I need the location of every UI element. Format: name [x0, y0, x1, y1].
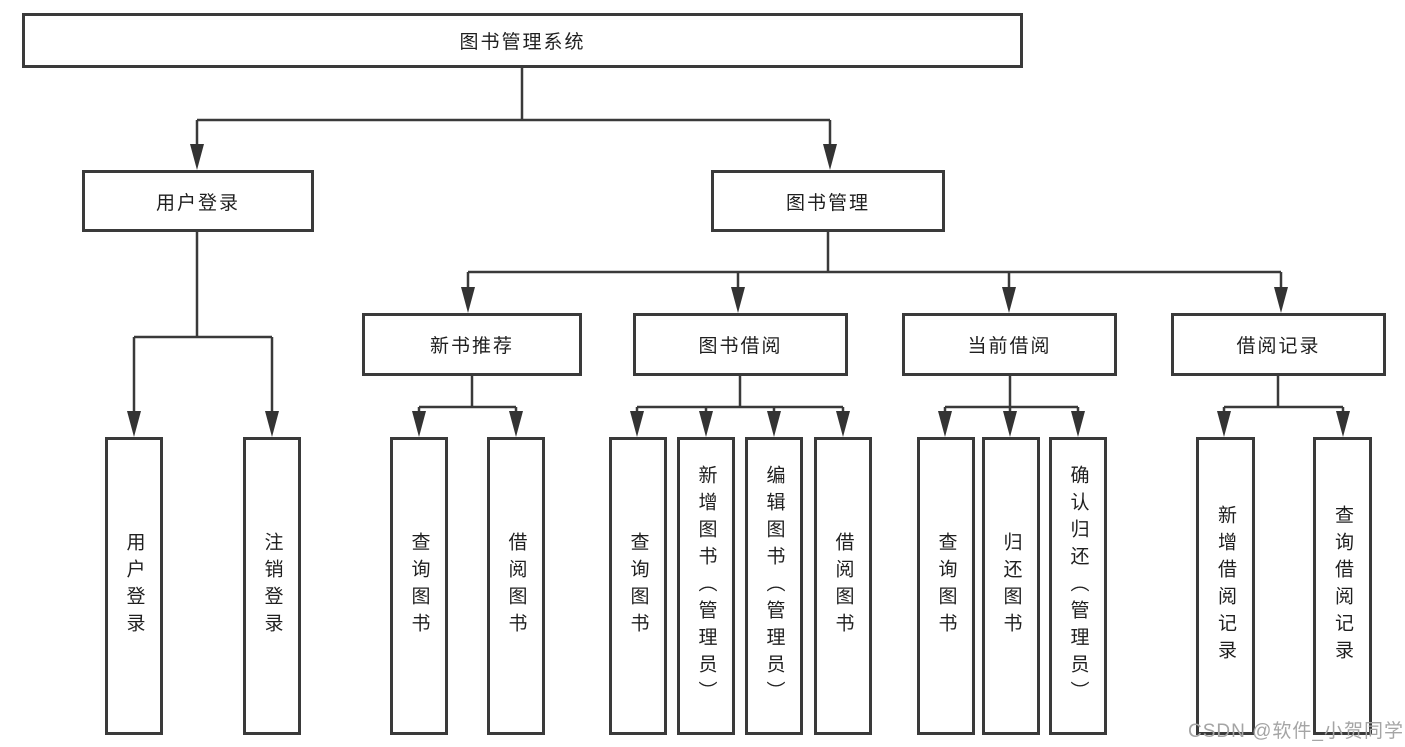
node-book-borrowing: 图书借阅 [633, 313, 848, 376]
arrowhead [1217, 411, 1231, 437]
node-leaf-user-login: 用户登录 [105, 437, 163, 735]
node-new-book-recommendation: 新书推荐 [362, 313, 582, 376]
node-current-borrowing: 当前借阅 [902, 313, 1117, 376]
arrowhead [731, 287, 745, 313]
node-library-system: 图书管理系统 [22, 13, 1023, 68]
node-br-add-record: 新增借阅记录 [1196, 437, 1255, 735]
edge-borrow-records-to-leaves [1222, 376, 1345, 415]
arrowhead [1336, 411, 1350, 437]
arrowhead [1274, 287, 1288, 313]
edge-new-book-rec-to-leaves [417, 376, 518, 415]
node-borrowing-records: 借阅记录 [1171, 313, 1386, 376]
arrowhead [699, 411, 713, 437]
node-bb-add-books-admin: 新增图书（管理员） [677, 437, 735, 735]
node-cb-confirm-return-admin: 确认归还（管理员） [1049, 437, 1107, 735]
arrowhead [938, 411, 952, 437]
node-cb-query-books: 查询图书 [917, 437, 975, 735]
arrowhead [412, 411, 426, 437]
node-rec-borrow-books: 借阅图书 [487, 437, 545, 735]
arrowhead [127, 411, 141, 437]
node-leaf-logout: 注销登录 [243, 437, 301, 735]
edge-book-borrow-to-leaves [635, 376, 845, 415]
arrowhead [630, 411, 644, 437]
node-cb-return-books: 归还图书 [982, 437, 1040, 735]
edge-root-to-level2 [195, 68, 832, 148]
arrowhead [836, 411, 850, 437]
arrowhead [265, 411, 279, 437]
csdn-watermark: CSDN @软件_小贺同学 [1188, 721, 1404, 742]
arrowhead [767, 411, 781, 437]
node-rec-query-books: 查询图书 [390, 437, 448, 735]
arrowhead [190, 144, 204, 170]
node-user-login: 用户登录 [82, 170, 314, 232]
node-bb-borrow-books: 借阅图书 [814, 437, 872, 735]
arrowhead [461, 287, 475, 313]
node-bb-query-books: 查询图书 [609, 437, 667, 735]
edge-current-borrow-to-leaves [943, 376, 1080, 415]
arrowhead [1002, 287, 1016, 313]
arrowhead [1071, 411, 1085, 437]
edge-user-login-to-leaves [132, 232, 274, 415]
node-book-management: 图书管理 [711, 170, 945, 232]
arrowhead [823, 144, 837, 170]
edge-book-mgmt-to-level3 [466, 232, 1283, 291]
node-bb-edit-books-admin: 编辑图书（管理员） [745, 437, 803, 735]
arrowhead [509, 411, 523, 437]
node-br-query-record: 查询借阅记录 [1313, 437, 1372, 735]
arrowhead [1003, 411, 1017, 437]
